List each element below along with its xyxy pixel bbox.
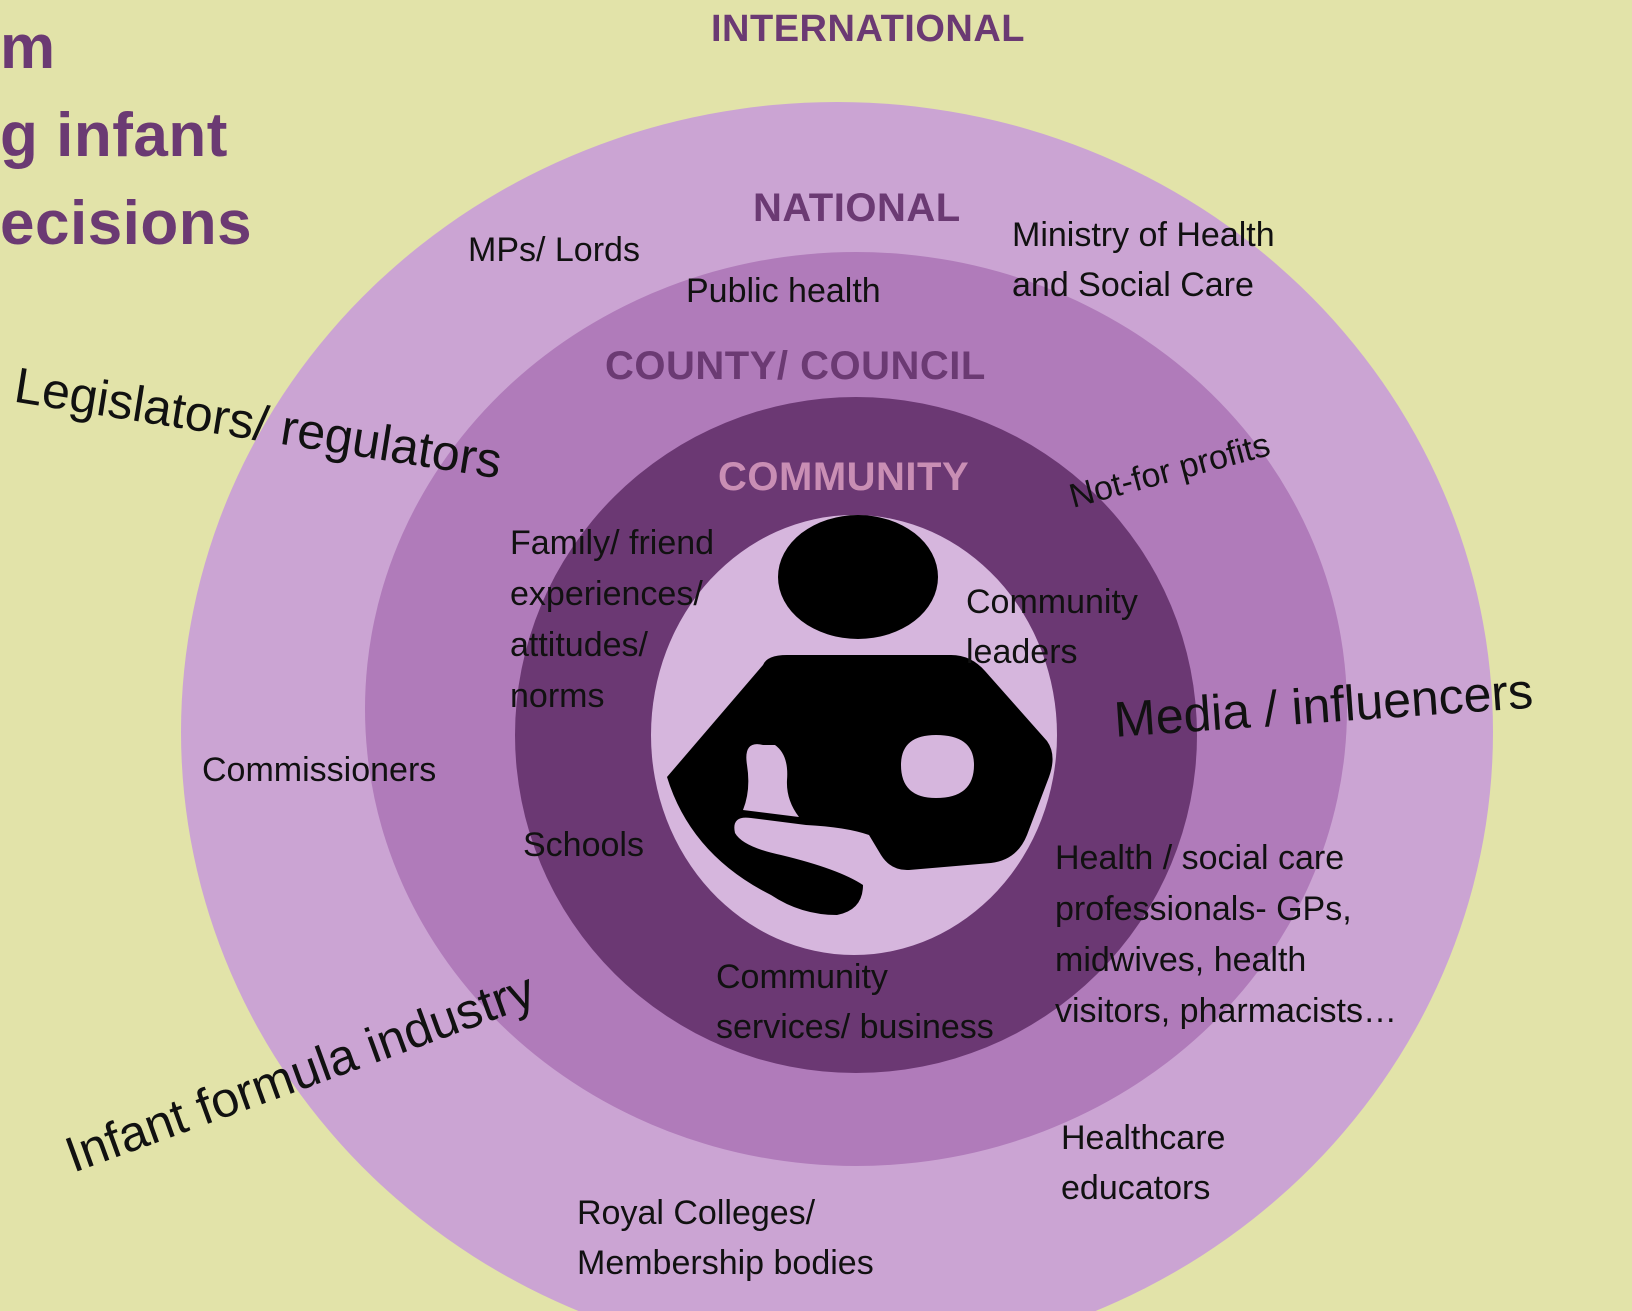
level-label-international: INTERNATIONAL [711, 8, 1025, 50]
label-mps-lords: MPs/ Lords [468, 231, 640, 269]
label-royal-colleges: Royal Colleges/ Membership bodies [577, 1194, 874, 1282]
level-label-county-council: COUNTY/ COUNCIL [605, 344, 986, 388]
label-community-services-business: Community services/ business [716, 958, 994, 1046]
title-line-3: ecisions [0, 189, 253, 258]
breastfeeding-mother-icon [667, 515, 1053, 915]
label-public-health: Public health [686, 272, 881, 310]
level-label-community: COMMUNITY [718, 455, 970, 499]
title-line-2: g infant [0, 101, 228, 170]
label-healthcare-educators: Healthcare educators [1061, 1119, 1226, 1207]
label-ministry-of-health: Ministry of Health and Social Care [1012, 216, 1275, 304]
label-family-friend: Family/ friend experiences/ attitudes/ n… [510, 524, 715, 715]
label-commissioners: Commissioners [202, 751, 437, 789]
title-line-1: m [0, 13, 56, 82]
level-label-national: NATIONAL [753, 186, 961, 230]
label-health-social-care-professionals: Health / social care professionals- GPs,… [1055, 839, 1397, 1030]
label-community-leaders: Community leaders [966, 583, 1138, 671]
label-schools: Schools [523, 826, 644, 864]
